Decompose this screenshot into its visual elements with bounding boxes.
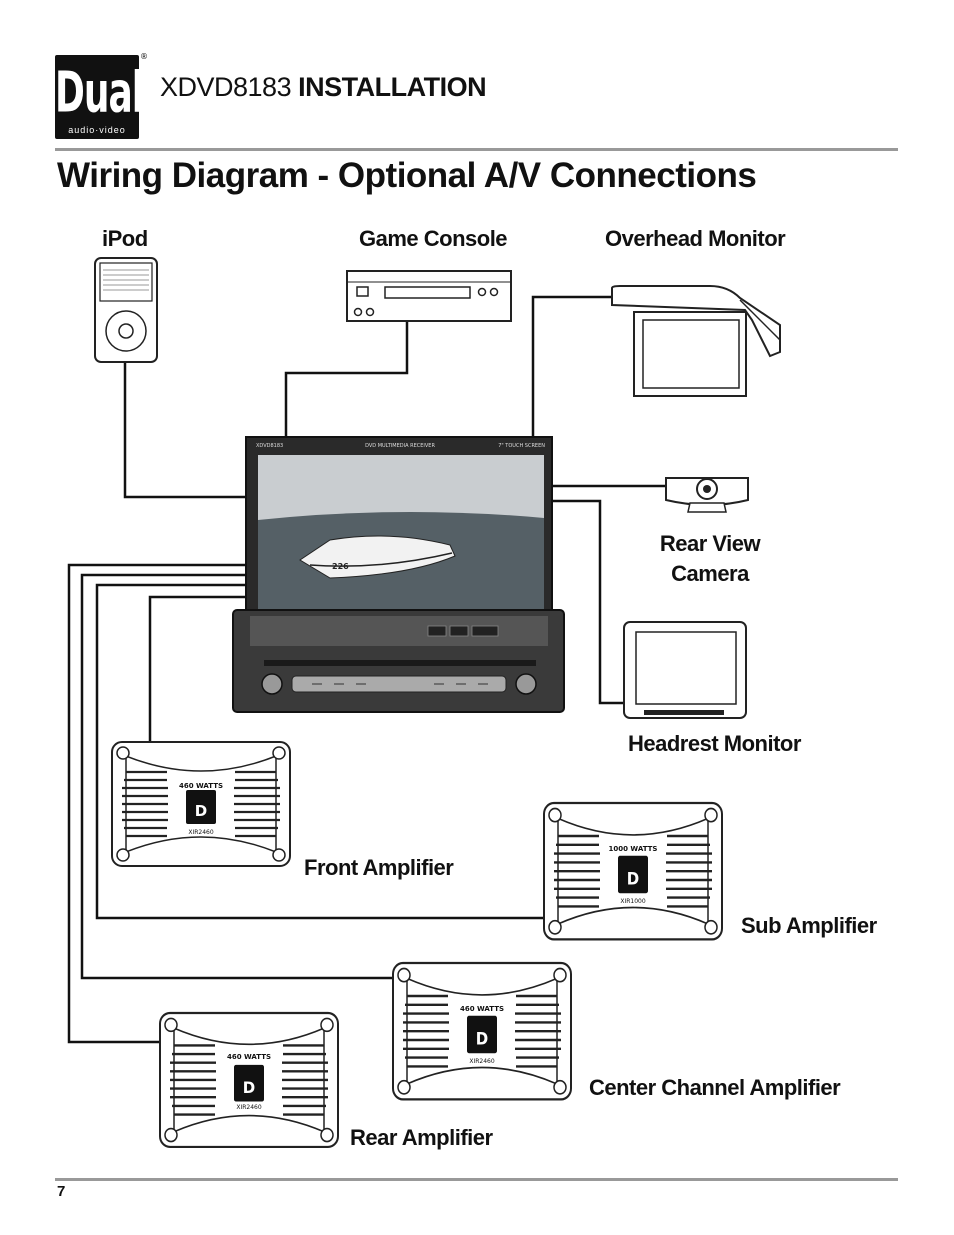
label-rear-view-camera: Rear View Camera xyxy=(640,531,780,587)
footer-rule xyxy=(55,1178,898,1181)
label-ipod: iPod xyxy=(102,226,148,251)
center-amplifier-graphic: 460 WATTS XIR2460 xyxy=(391,961,573,1101)
logo-subtitle: audio·video xyxy=(68,125,126,135)
head-unit-panel-label: DVD MULTIMEDIA RECEIVER xyxy=(365,443,435,449)
label-rear-view-camera-line2: Camera xyxy=(671,561,749,586)
front-amp-watts: 460 WATTS xyxy=(179,782,223,790)
center-amp-model: XIR2460 xyxy=(469,1058,495,1065)
sub-amplifier-graphic: 1000 WATTS XIR1000 xyxy=(542,801,724,941)
dual-logo: Dual audio·video ® xyxy=(55,52,148,139)
rear-amp-watts: 460 WATTS xyxy=(227,1053,271,1061)
label-game-console: Game Console xyxy=(359,226,508,251)
label-front-amplifier: Front Amplifier xyxy=(304,855,454,880)
header-title: XDVD8183 INSTALLATION xyxy=(160,72,487,103)
front-amp-model: XIR2460 xyxy=(188,829,214,836)
label-sub-amplifier: Sub Amplifier xyxy=(741,913,877,938)
sub-amp-watts: 1000 WATTS xyxy=(609,845,658,853)
head-unit-screen-tag: 7" TOUCH SCREEN xyxy=(498,443,545,449)
label-overhead-monitor: Overhead Monitor xyxy=(605,226,786,251)
rear-amp-model: XIR2460 xyxy=(236,1104,262,1111)
header-section: INSTALLATION xyxy=(298,72,487,102)
label-headrest-monitor: Headrest Monitor xyxy=(628,731,801,756)
center-amp-watts: 460 WATTS xyxy=(460,1005,504,1013)
sub-amp-model: XIR1000 xyxy=(620,898,646,905)
logo-wordmark: Dual xyxy=(55,61,144,126)
header-rule xyxy=(55,148,898,151)
head-unit-model-tag: XDVD8183 xyxy=(256,443,283,449)
boat-number: 226 xyxy=(332,562,349,571)
header-model: XDVD8183 xyxy=(160,72,292,102)
label-rear-amplifier: Rear Amplifier xyxy=(350,1125,493,1150)
page-number: 7 xyxy=(57,1183,66,1200)
rear-amplifier-graphic: 460 WATTS XIR2460 xyxy=(158,1011,340,1149)
page-title: Wiring Diagram - Optional A/V Connection… xyxy=(57,156,757,195)
front-amplifier-graphic: 460 WATTS XIR2460 xyxy=(110,740,292,868)
label-center-channel-amplifier: Center Channel Amplifier xyxy=(589,1075,841,1100)
label-rear-view-camera-line1: Rear View xyxy=(659,531,761,556)
registered-mark: ® xyxy=(140,52,148,61)
